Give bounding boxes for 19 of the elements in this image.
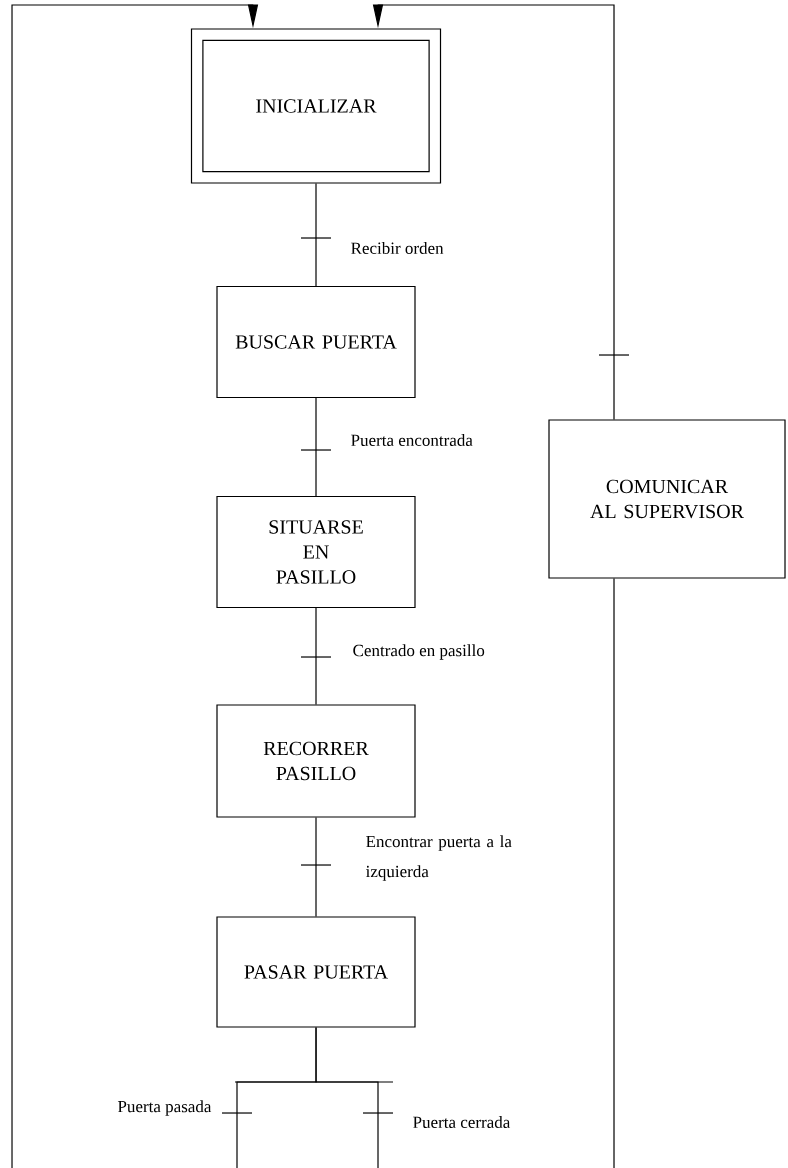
initial-step-box: INICIALIZAR bbox=[190, 28, 442, 184]
transition-label: Recibir orden bbox=[351, 242, 444, 254]
transition-label: Puerta encontrada bbox=[351, 434, 473, 446]
transition-label: Centrado en pasillo bbox=[353, 644, 485, 660]
connector bbox=[315, 578, 615, 1168]
step-box: RECORRER PASILLO bbox=[216, 704, 416, 818]
transition-label: Puerta cerrada bbox=[413, 1116, 511, 1128]
connector bbox=[315, 397, 317, 497]
connector bbox=[315, 183, 317, 287]
connector bbox=[315, 607, 317, 705]
step-box: BUSCAR PUERTA bbox=[216, 285, 416, 399]
transition-label: Encontrar puerta a la izquierda bbox=[365, 835, 512, 881]
connector bbox=[372, 4, 615, 420]
step-box: COMUNICAR AL SUPERVISOR bbox=[548, 419, 786, 579]
connector bbox=[11, 4, 317, 1168]
connector bbox=[315, 817, 317, 917]
transition-label: Puerta pasada bbox=[117, 1100, 212, 1116]
step-box: SITUARSE EN PASILLO bbox=[216, 495, 416, 609]
step-box: PASAR PUERTA bbox=[216, 916, 416, 1028]
